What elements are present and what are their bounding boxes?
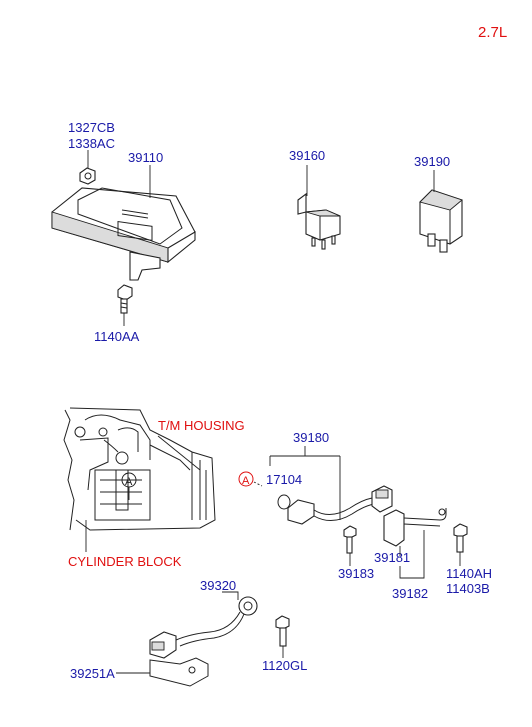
part-label-ecm-bolt: 1140AA xyxy=(94,329,140,344)
oring xyxy=(277,494,291,510)
variant-label: 2.7L xyxy=(478,24,507,41)
bracket xyxy=(383,508,447,547)
crank-bolt xyxy=(343,525,357,554)
engine-block-view xyxy=(63,407,216,531)
part-label-fuse-relay: 39190 xyxy=(414,154,450,169)
ecm-module xyxy=(51,187,196,281)
bracket-bolt xyxy=(453,523,468,553)
ecm-nut xyxy=(79,167,96,185)
ref-letter-block: A xyxy=(125,476,133,488)
fuse-relay xyxy=(419,189,463,253)
part-label-bolt-ah: 1140AH xyxy=(446,566,492,581)
part-label-crank-bolt: 39183 xyxy=(338,566,374,581)
knock-sensor xyxy=(149,596,258,687)
relay xyxy=(297,192,341,250)
knock-bolt xyxy=(275,615,290,647)
part-label-ecm: 39110 xyxy=(128,150,163,165)
part-label-oring: 17104 xyxy=(266,472,302,487)
part-label-bracket-assy: 39182 xyxy=(392,586,428,601)
ref-circle-a-sensor xyxy=(238,471,254,487)
part-label-knock-harness: 39251A xyxy=(70,666,115,681)
part-label-relay: 39160 xyxy=(289,148,325,163)
part-label-knock-bolt: 1120GL xyxy=(262,658,307,673)
part-label-bolt-b: 11403B xyxy=(446,581,490,596)
callout-cylinder-block: CYLINDER BLOCK xyxy=(68,554,182,569)
part-label-knock-sensor: 39320 xyxy=(200,578,236,593)
part-label-bracket: 39181 xyxy=(374,550,410,565)
ecm-bolt xyxy=(117,284,133,314)
part-label-nut-b: 1338AC xyxy=(68,136,115,151)
crank-sensor xyxy=(287,485,393,525)
part-label-nut-a: 1327CB xyxy=(68,120,115,135)
part-label-crank-assy: 39180 xyxy=(293,430,329,445)
ref-letter-sensor: A xyxy=(242,475,250,487)
callout-tm-housing: T/M HOUSING xyxy=(158,418,245,433)
